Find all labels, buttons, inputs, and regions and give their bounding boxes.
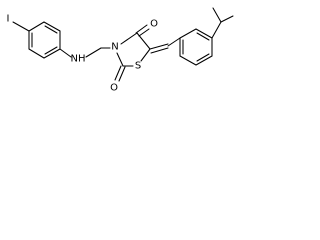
carbonyl-oxygen-upper-label: O <box>150 19 158 30</box>
bond <box>28 48 45 59</box>
isopropylphenyl-ring <box>179 28 213 66</box>
bond <box>195 55 213 66</box>
double-bond-inner <box>196 53 210 62</box>
ring-nitrogen-label: N <box>111 42 118 53</box>
bond <box>120 32 138 45</box>
bond-c-nh <box>59 48 72 58</box>
bond <box>43 21 61 32</box>
molecule-diagram: I NH N O O S <box>7 7 234 94</box>
carbonyl-oxygen-lower-label: O <box>110 83 118 94</box>
bond-nh-ch2 <box>85 47 102 58</box>
iodine-label: I <box>7 14 10 25</box>
bond <box>179 28 197 39</box>
thiazolidinedione-ring <box>116 32 151 67</box>
double-bond-c-o <box>114 65 122 81</box>
bond <box>28 21 45 32</box>
double-bond-c-o <box>135 24 148 34</box>
double-bond-exocyclic <box>150 47 169 54</box>
bond <box>43 48 61 59</box>
double-bond-exocyclic <box>149 43 169 50</box>
bond <box>179 55 197 66</box>
double-bond-inner <box>44 46 58 55</box>
bond <box>220 15 234 23</box>
bond <box>167 37 181 47</box>
bond <box>140 48 151 62</box>
double-bond-inner <box>44 25 58 34</box>
bond <box>116 52 124 67</box>
double-bond-inner <box>196 32 210 41</box>
bond <box>212 7 222 23</box>
amine-nitrogen-label: NH <box>71 54 86 65</box>
ring-sulfur-label: S <box>135 61 141 72</box>
bond <box>211 21 222 39</box>
bond-c-i <box>12 21 30 32</box>
double-bond-c-o <box>118 66 126 82</box>
double-bond-c-o <box>138 28 150 37</box>
bond <box>195 28 213 39</box>
iodophenyl-ring <box>28 21 61 59</box>
